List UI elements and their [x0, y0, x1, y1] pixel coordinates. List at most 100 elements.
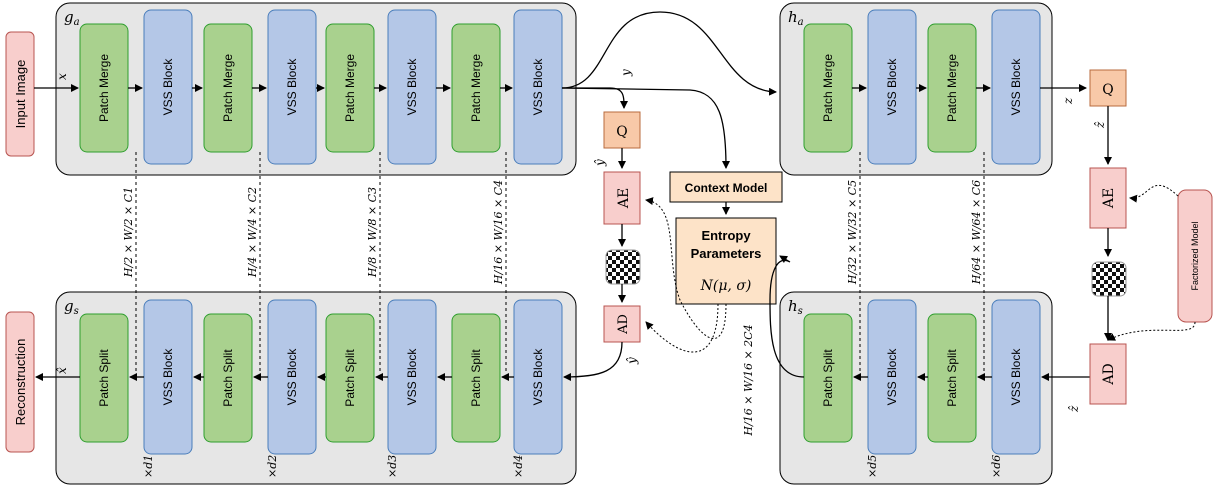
symbol-z-hat-q: ẑ: [1093, 121, 1107, 129]
ga-vss-block-3: VSS Block: [387, 9, 437, 165]
ga-label: ga: [64, 8, 80, 28]
symbol-y-hat-ad: ŷ: [625, 357, 639, 365]
svg-text:VSS Block: VSS Block: [285, 348, 299, 406]
ad-main-label: AD: [616, 314, 631, 335]
reconstruction-label: Reconstruction: [13, 339, 28, 426]
ae-hyper-label: AE: [1101, 188, 1117, 209]
hs-vss-block-2: VSS Block: [991, 299, 1041, 455]
ga-vss-block-2: VSS Block: [267, 9, 317, 165]
ha-vss-block-2: VSS Block: [991, 9, 1041, 165]
repeat-d6: ×d6: [990, 455, 1003, 478]
svg-text:Patch Merge: Patch Merge: [343, 54, 357, 122]
gs-vss-block-3: VSS Block: [387, 299, 437, 455]
ad-hyper-label: AD: [1101, 363, 1117, 385]
ha-patch-merge-1: Patch Merge: [803, 23, 853, 153]
gs-patch-split-4: Patch Split: [451, 313, 501, 443]
svg-text:Patch Merge: Patch Merge: [221, 54, 235, 122]
gs-vss-block-2: VSS Block: [267, 299, 317, 455]
gs-vss-block-1: VSS Block: [143, 299, 193, 455]
repeat-d4: ×d4: [512, 455, 525, 478]
entropy-dotted-links: [645, 197, 727, 353]
symbol-y-hat-q: ŷ: [593, 159, 607, 167]
svg-text:Patch Split: Patch Split: [469, 349, 483, 407]
svg-text:VSS Block: VSS Block: [531, 348, 545, 406]
symbol-z: z: [1061, 97, 1075, 105]
quantizer-hyper-label: Q: [1102, 82, 1113, 98]
gs-patch-split-3: Patch Split: [325, 313, 375, 443]
quantizer-main-label: Q: [616, 124, 627, 140]
repeat-d1: ×d1: [142, 455, 155, 478]
symbol-z-hat-ad: ẑ: [1067, 405, 1081, 413]
hs-patch-split-1: Patch Split: [803, 313, 853, 443]
dim-label-ctx: H/16 × W/16 × 2C4: [742, 324, 755, 436]
svg-text:VSS Block: VSS Block: [1009, 348, 1023, 406]
svg-text:Patch Split: Patch Split: [343, 349, 357, 407]
repeat-d3: ×d3: [386, 455, 399, 478]
symbol-x: x: [55, 73, 69, 80]
ha-patch-merge-2: Patch Merge: [927, 23, 977, 153]
reconstruction-box: [5, 311, 35, 453]
repeat-d2: ×d2: [266, 455, 279, 478]
context-model: [669, 171, 783, 203]
svg-text:Patch Merge: Patch Merge: [945, 54, 959, 122]
hs-label: hs: [788, 297, 803, 317]
gs-vss-block-4: VSS Block: [513, 299, 563, 455]
repeat-d5: ×d5: [866, 455, 879, 478]
svg-text:Patch Split: Patch Split: [821, 349, 835, 407]
context-model-label: Context Model: [685, 181, 768, 195]
gs-patch-split-2: Patch Split: [203, 313, 253, 443]
symbol-y: y: [619, 69, 633, 77]
quantizer-hyper: [1089, 69, 1127, 107]
ga-patch-merge-1: Patch Merge: [79, 23, 129, 153]
ga-patch-merge-4: Patch Merge: [451, 23, 501, 153]
ga-vss-block-1: VSS Block: [143, 9, 193, 165]
y-paths: [561, 11, 777, 169]
quantizer-main: [603, 111, 641, 149]
svg-text:VSS Block: VSS Block: [161, 348, 175, 406]
dim-label-2: H/4 × W/4 × C2: [246, 187, 259, 278]
ga-patch-merge-3: Patch Merge: [325, 23, 375, 153]
svg-text:Patch Split: Patch Split: [221, 349, 235, 407]
factorized-dotted-links: [1107, 184, 1196, 341]
input-image-label: Input Image: [13, 60, 28, 129]
input-image-box: [5, 31, 35, 157]
svg-text:Patch Merge: Patch Merge: [97, 54, 111, 122]
bitstream-hyper: [1091, 261, 1127, 297]
skip-dashed-lines: [135, 152, 985, 372]
factorized-model-label: Factorized Model: [1190, 221, 1200, 290]
dim-label-4: H/16 × W/16 × C4: [492, 180, 505, 285]
ad-hyper: [1089, 343, 1127, 405]
hs-vss-block-1: VSS Block: [867, 299, 917, 455]
ha-label: ha: [788, 8, 804, 28]
svg-text:VSS Block: VSS Block: [1009, 58, 1023, 116]
gs-label: gs: [64, 297, 79, 317]
entropy-formula: N(μ, σ): [700, 278, 752, 294]
hs-patch-split-2: Patch Split: [927, 313, 977, 443]
svg-text:VSS Block: VSS Block: [405, 348, 419, 406]
ae-main-label: AE: [616, 188, 632, 209]
svg-text:Patch Merge: Patch Merge: [469, 54, 483, 122]
ga-patch-merge-2: Patch Merge: [203, 23, 253, 153]
svg-text:Patch Merge: Patch Merge: [821, 54, 835, 122]
hs-to-entropy: [769, 255, 805, 378]
entropy-parameters-label-2: Parameters: [691, 246, 762, 261]
svg-text:VSS Block: VSS Block: [405, 58, 419, 116]
ga-vss-block-4: VSS Block: [513, 9, 563, 165]
svg-text:VSS Block: VSS Block: [885, 58, 899, 116]
svg-text:VSS Block: VSS Block: [885, 348, 899, 406]
entropy-parameters-label-1: Entropy: [701, 228, 751, 243]
dim-label-6: H/64 × W/64 × C6: [970, 180, 983, 285]
svg-text:Patch Split: Patch Split: [97, 349, 111, 407]
svg-text:VSS Block: VSS Block: [285, 58, 299, 116]
ae-hyper: [1089, 167, 1127, 229]
dim-label-3: H/8 × W/8 × C3: [366, 187, 379, 278]
svg-text:Patch Split: Patch Split: [945, 349, 959, 407]
svg-text:VSS Block: VSS Block: [531, 58, 545, 116]
svg-text:VSS Block: VSS Block: [161, 58, 175, 116]
gs-patch-split-1: Patch Split: [79, 313, 129, 443]
ae-main: [603, 171, 641, 225]
bitstream-main: [605, 249, 641, 285]
dim-label-5: H/32 × W/32 × C5: [846, 180, 859, 285]
dim-label-1: H/2 × W/2 × C1: [122, 187, 135, 278]
